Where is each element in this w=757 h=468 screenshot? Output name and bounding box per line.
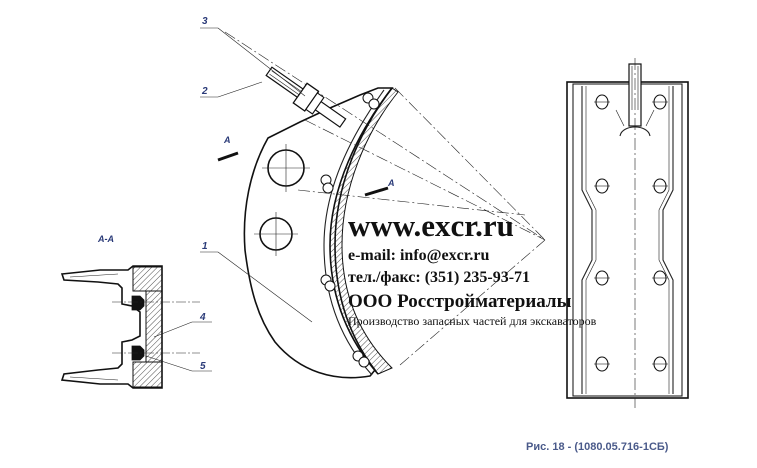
section-mark-a-left: А [223,135,231,145]
section-mark-a-right: А [387,178,395,188]
leader-lines-left [145,321,212,372]
shoe-side-view [217,31,546,379]
leader-lines-centre [200,27,313,323]
watermark: www.excr.ru e-mail: info@excr.ru тел./фа… [348,208,597,328]
watermark-url: www.excr.ru [348,208,514,243]
watermark-company: ООО Росстройматериалы [348,291,572,312]
callout-5: 5 [200,361,206,372]
watermark-email: e-mail: info@excr.ru [348,247,489,264]
callout-3: 3 [202,16,208,27]
callout-1: 1 [202,241,208,252]
callout-4: 4 [199,312,206,323]
watermark-tagline: Производство запасных частей для экскава… [348,314,597,328]
section-view-a-a [60,265,200,389]
watermark-phone: тел./факс: (351) 235-93-71 [348,269,530,286]
figure-caption: Рис. 18 - (1080.05.716-1СБ) [526,441,669,453]
section-title: А-А [97,234,114,244]
callout-2: 2 [201,86,208,97]
shoe-front-view [566,58,689,408]
